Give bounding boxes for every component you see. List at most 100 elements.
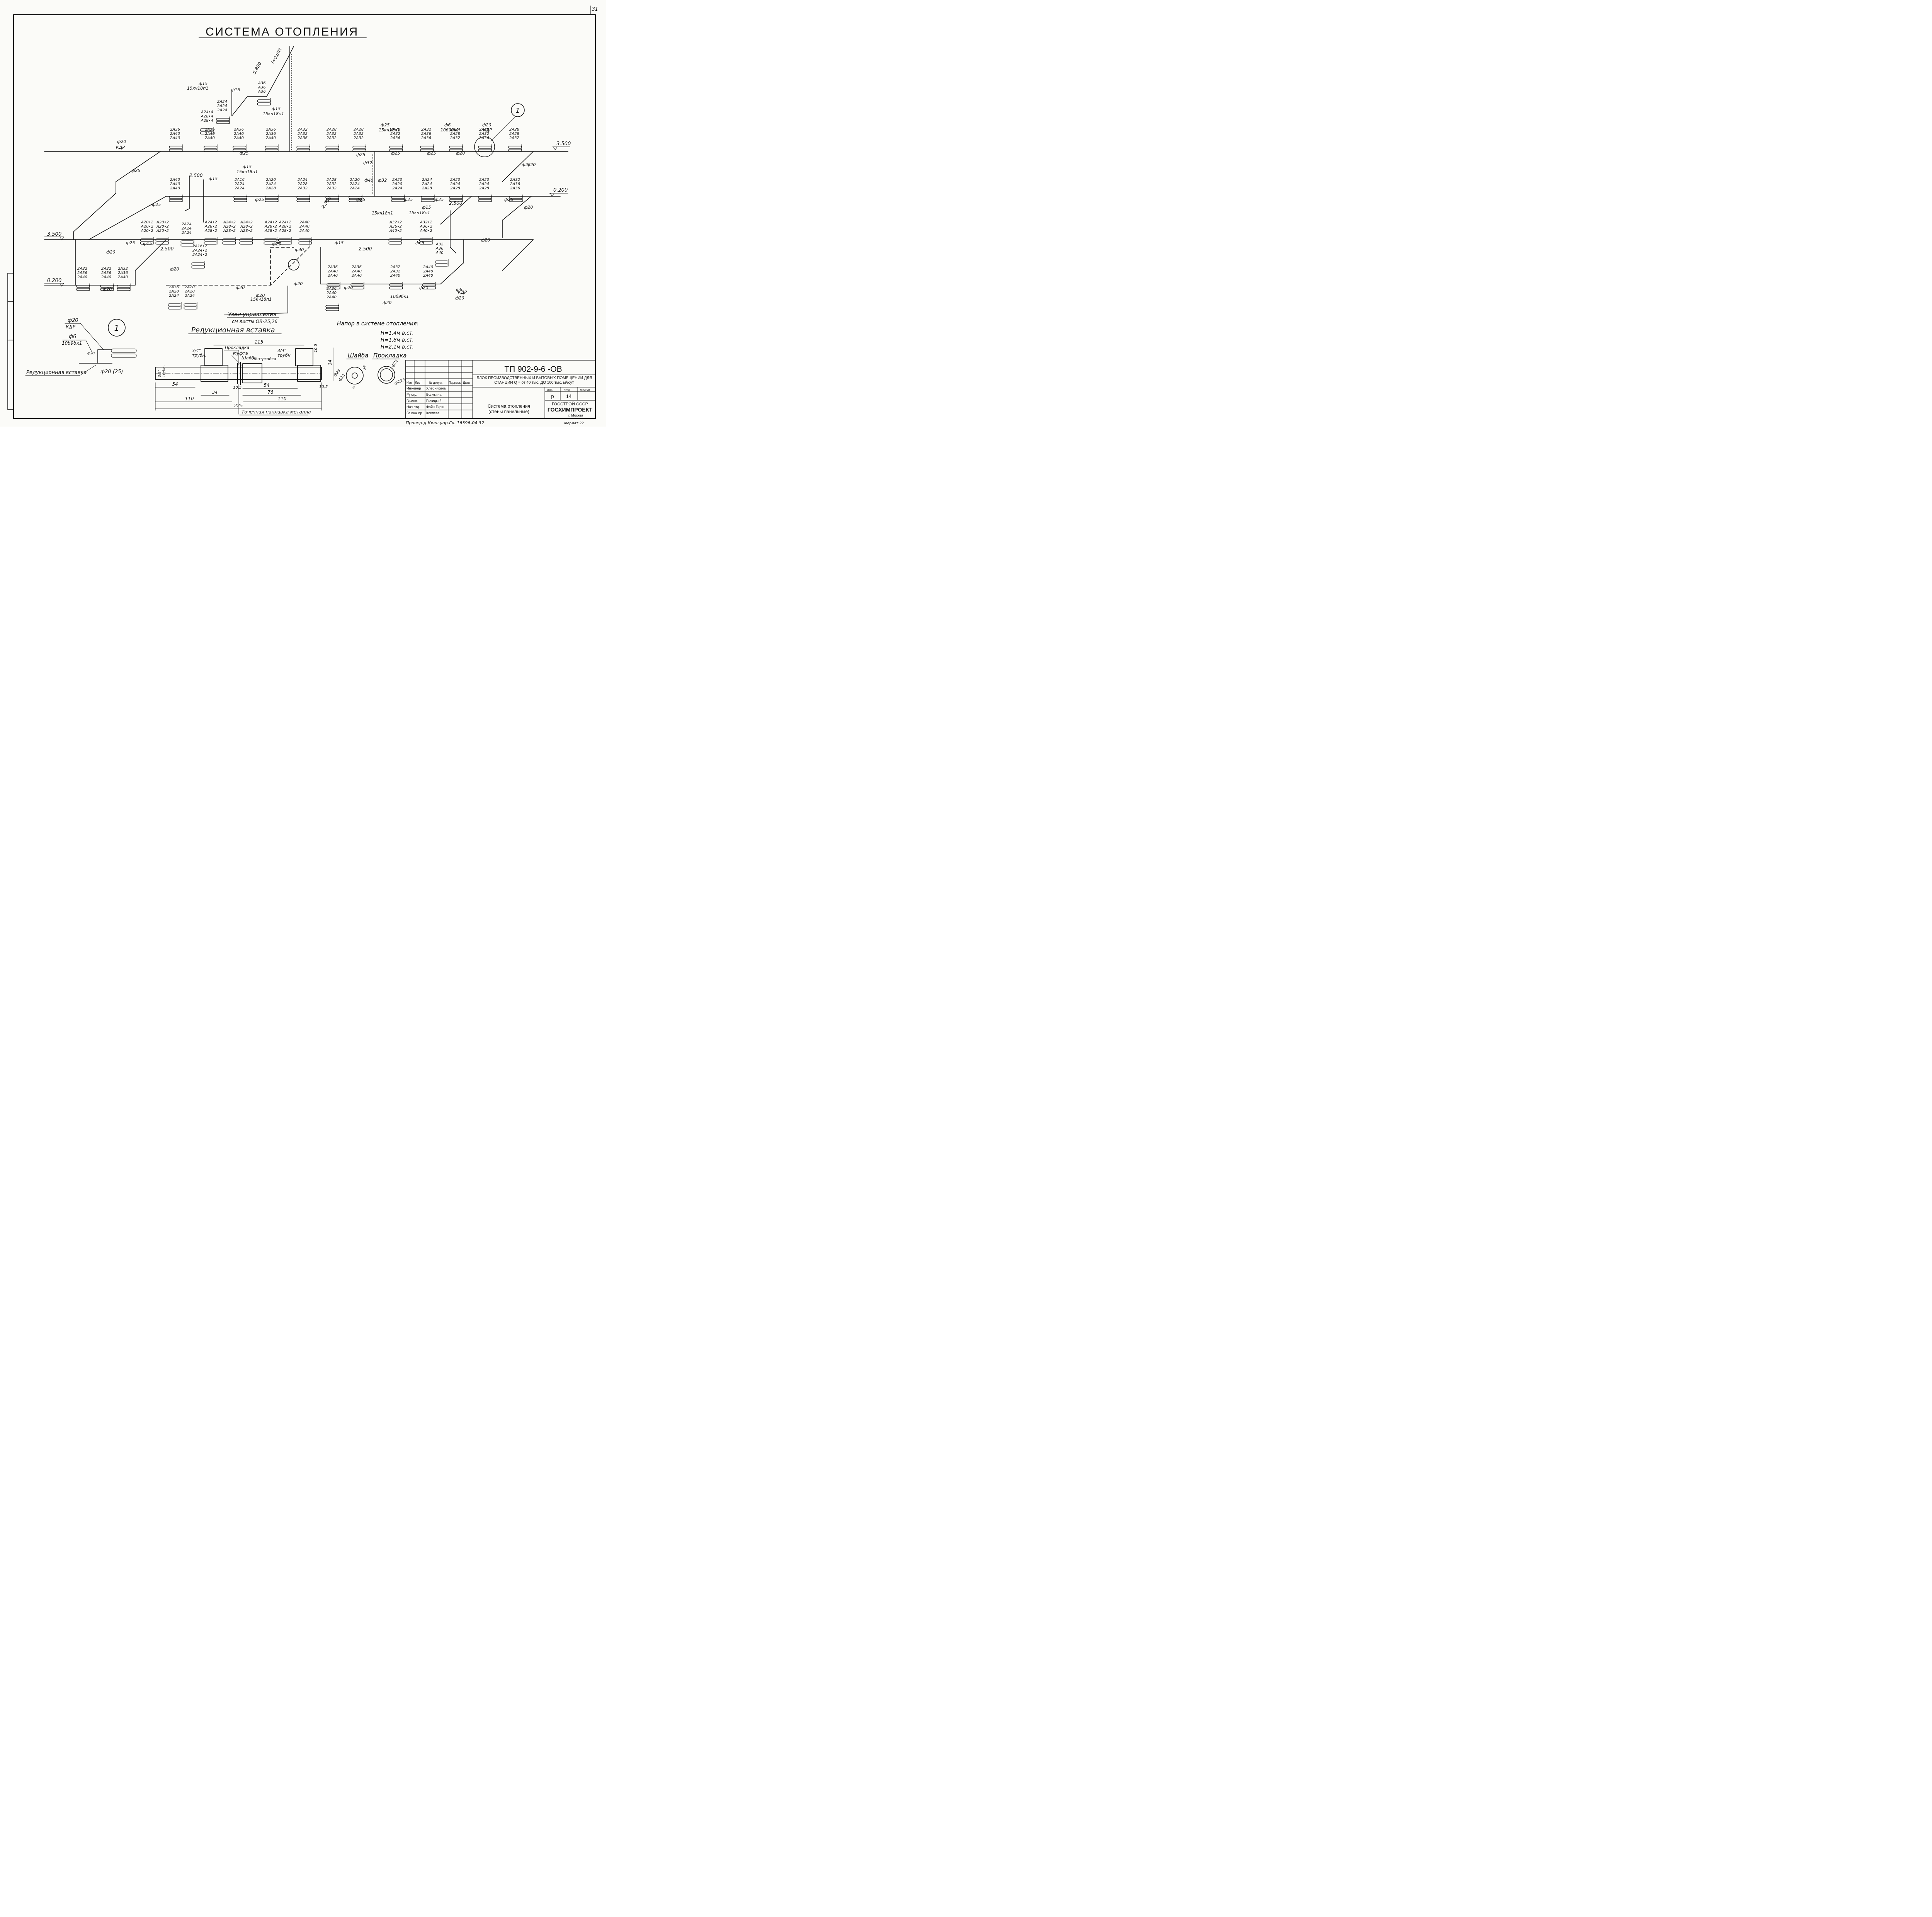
slope-label: i=0.003: [270, 47, 283, 64]
gasket-title: Прокладка: [373, 352, 406, 359]
pipe-label: ф25: [126, 240, 135, 245]
insert-callout: Шайба: [242, 356, 257, 361]
radiator-section: [391, 196, 405, 199]
radiator-section: [265, 199, 279, 202]
elevation-marker: 0.200: [549, 187, 568, 197]
insert-dimension: 34: [328, 360, 333, 365]
radiator-section: [264, 238, 277, 242]
pipe-label: 10б9бк1: [440, 128, 459, 133]
role-name: Волчкина: [426, 393, 442, 396]
radiator-section: [478, 196, 492, 199]
elevation-marker: 3.500: [44, 231, 64, 240]
detail-pipe-label: ф20 (25): [100, 369, 123, 375]
header-col: Дата: [463, 381, 470, 384]
insert-callout: Прокладка: [225, 345, 250, 350]
radiator-section: [169, 146, 183, 149]
document-code: ТП 902-9-6 -ОВ: [504, 365, 562, 374]
radiator-section: [296, 196, 310, 199]
pipe-label: 10б9бк1: [390, 294, 409, 299]
radiator-section: [216, 118, 230, 121]
radiator-section: [191, 265, 205, 269]
insert-dimension: 54: [172, 381, 178, 387]
pipe-label: ф20: [383, 300, 391, 305]
control-unit-label: Узел управления: [228, 311, 276, 318]
pipe-label: ф25: [435, 197, 444, 202]
radiator-section: [265, 196, 279, 199]
radiator-section: [508, 146, 522, 149]
pipe-label: ф20: [170, 267, 179, 272]
washer-dimension: 4: [352, 386, 355, 390]
pipe-label: 15кч18п1: [263, 111, 284, 116]
radiator-section: [352, 149, 366, 152]
reducing-insert-detail: Редукционная вставка 3/4"трубн. Прокладк…: [155, 326, 333, 415]
sheet-number: 14: [566, 393, 571, 399]
pipe-label: ф20: [455, 296, 464, 301]
role-name: Файн-Гирш: [426, 405, 444, 409]
radiator-section: [191, 262, 205, 265]
radiator-section: [117, 288, 131, 291]
radiator-section: [325, 146, 339, 149]
washer-detail: Шайба ф23 ф15 4 34: [333, 352, 369, 390]
radiator-section: [257, 99, 271, 102]
pipe-label: ф15: [231, 87, 240, 92]
insert-dimension: 110: [185, 396, 194, 401]
pipe-label: ф20: [344, 285, 353, 290]
pipe-label: ф15: [335, 240, 344, 245]
radiator-section: [508, 149, 522, 152]
radiator-section: [265, 149, 279, 152]
pipe-label: ф25: [356, 197, 365, 202]
radiator-section: [265, 146, 279, 149]
header-col: Подпись: [449, 381, 461, 384]
radiator-section: [298, 238, 312, 242]
pipe-label: ф25: [381, 122, 389, 128]
pipe-label: ф20: [256, 293, 265, 298]
radiator-section: [296, 146, 310, 149]
org-institute: ГОСХИМПРОЕКТ: [548, 407, 593, 413]
pipe-label: ф20: [527, 162, 536, 167]
insert-dimension: 225: [234, 403, 243, 408]
elevation-marker: 3.500: [552, 141, 571, 150]
footer-format: Формат 22: [564, 422, 584, 425]
radiator-section: [391, 199, 405, 202]
pipe-label: ф32: [363, 160, 372, 165]
node-highlight-circle: [474, 136, 495, 157]
pipe-label: ф25: [356, 152, 365, 157]
node-1-detail: 1 ф20 КДР ф6 10б9бк1 ф20 ф20 (25) Редукц…: [25, 318, 137, 376]
pipe-label: ф25: [404, 197, 413, 202]
pipe-label: ф25: [504, 197, 513, 202]
radiator-section: [76, 285, 90, 288]
weld-note: Точечная наплавка металла: [242, 409, 311, 415]
sheet-header: лист: [564, 388, 570, 391]
node-marker-circle: [511, 103, 525, 117]
